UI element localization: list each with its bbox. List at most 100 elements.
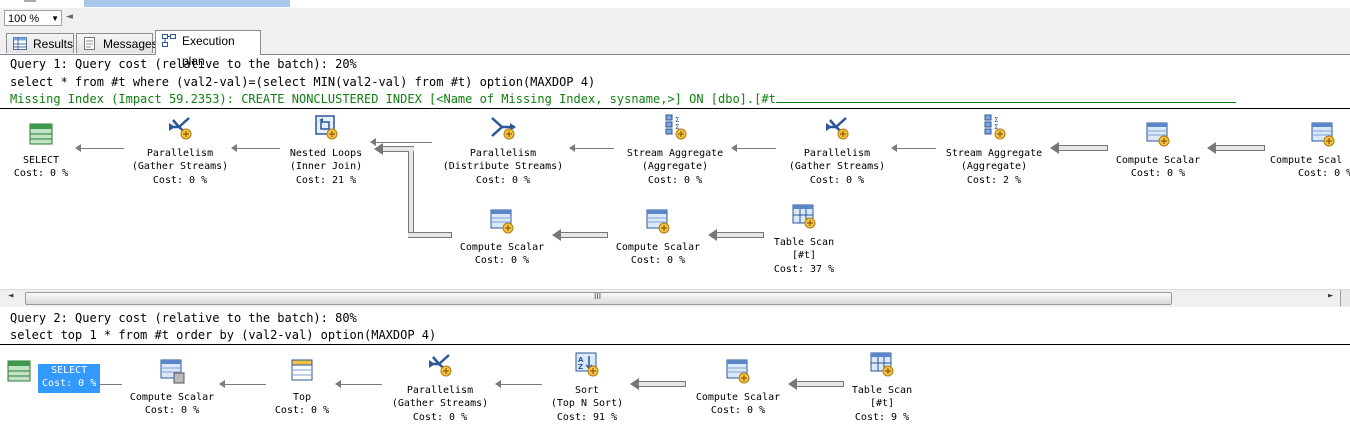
tab-label: Execution plan	[182, 34, 235, 68]
plan-arrow	[891, 144, 936, 152]
node-subtitle: (Gather Streams)	[131, 161, 229, 172]
missing-index-link[interactable]: Missing Index (Impact 59.2353): CREATE N…	[10, 92, 1236, 106]
node-cost: Cost: 0 %	[1130, 168, 1186, 179]
query2-sql: select top 1 * from #t order by (val2-va…	[10, 328, 437, 342]
node-title: Top	[292, 391, 312, 403]
sort-icon: AZ	[575, 352, 599, 377]
plan-arrow-thick	[630, 378, 686, 390]
plan-node-parallelism-gather-3[interactable]: Parallelism(Gather Streams)Cost: 0 %	[382, 351, 498, 424]
plan-arrow-thick	[374, 143, 414, 155]
execution-plan-icon	[162, 34, 176, 47]
plan-node-nested-loops[interactable]: Nested Loops(Inner Join)Cost: 21 %	[280, 114, 372, 187]
svg-text:A: A	[578, 356, 584, 364]
compute-scalar-icon	[1146, 122, 1170, 147]
line-number	[24, 0, 36, 2]
compute-scalar-icon	[1311, 122, 1335, 147]
plan-arrow-connector	[408, 151, 414, 234]
plan-node-table-scan-1[interactable]: Table Scan[#t]Cost: 37 %	[764, 203, 844, 276]
missing-index-text: Missing Index (Impact 59.2353): CREATE N…	[10, 92, 776, 106]
stream-aggregate-icon: ΣΣ	[665, 114, 687, 140]
node-cost: Cost: 21 %	[295, 174, 357, 186]
plan-arrow	[335, 380, 382, 388]
grid-icon	[13, 37, 27, 50]
plan-horizontal-scrollbar[interactable]: ◄ III ►	[0, 289, 1350, 307]
parallelism-icon	[826, 117, 849, 140]
results-tab-bar: Results Messages Execution plan	[0, 30, 1350, 68]
plan-arrow	[231, 144, 280, 152]
plan-arrow	[569, 144, 614, 152]
editor-strip	[0, 0, 1350, 8]
table-scan-icon	[870, 352, 894, 377]
node-cost: Cost: 0 %	[474, 255, 530, 266]
scroll-left-icon[interactable]: ◄	[8, 291, 14, 301]
plan-node-parallelism-gather-2[interactable]: Parallelism(Gather Streams)Cost: 0 %	[778, 114, 896, 187]
select-icon	[7, 360, 31, 382]
stream-aggregate-icon: ΣΣ	[984, 114, 1006, 140]
query1-separator	[0, 108, 1350, 109]
top-icon	[291, 359, 313, 381]
tab-label: Messages	[103, 37, 158, 51]
node-subtitle: (Distribute Streams)	[442, 161, 564, 172]
compute-scalar-icon	[160, 359, 185, 384]
node-subtitle: (Gather Streams)	[391, 398, 489, 409]
query1-header: Query 1: Query cost (relative to the bat…	[10, 57, 357, 71]
node-title: Table Scan	[773, 236, 835, 248]
zoom-select[interactable]: 100 %▼	[4, 10, 62, 26]
chevron-down-icon[interactable]: ▼	[51, 14, 59, 23]
plan-node-parallelism-gather[interactable]: Parallelism(Gather Streams)Cost: 0 %	[118, 114, 242, 187]
tab-messages[interactable]: Messages	[76, 33, 158, 53]
node-cost: Cost: 37 %	[773, 263, 835, 275]
compute-scalar-icon	[726, 359, 750, 384]
plan-arrow-thick	[1050, 142, 1108, 154]
nested-loops-icon	[315, 115, 338, 140]
plan-node-table-scan-2[interactable]: Table Scan[#t]Cost: 9 %	[844, 351, 920, 424]
plan-arrow	[370, 138, 432, 146]
plan-arrow	[219, 380, 266, 388]
node-title: Table Scan	[851, 384, 913, 396]
node-title: SELECT	[51, 364, 88, 376]
node-title: Compute Scalar	[129, 391, 215, 403]
plan-arrow-thick	[1207, 142, 1265, 154]
plan-node-parallelism-distribute[interactable]: Parallelism(Distribute Streams)Cost: 0 %	[432, 114, 574, 187]
scroll-right-icon[interactable]: ►	[1328, 291, 1334, 301]
node-subtitle: (Top N Sort)	[550, 398, 624, 409]
node-cost: Cost: 0 %	[274, 405, 330, 416]
tab-label: Results	[33, 37, 74, 51]
scroll-left-icon[interactable]: ◄	[66, 12, 73, 22]
node-title: Stream Aggregate	[945, 147, 1043, 159]
node-cost: Cost: 0 %	[647, 174, 703, 186]
select-icon	[29, 123, 53, 145]
split-handle[interactable]	[1340, 290, 1350, 306]
scrollbar-thumb[interactable]	[25, 292, 1172, 305]
tab-results[interactable]: Results	[6, 33, 74, 53]
query2-separator	[0, 344, 1350, 345]
plan-arrow	[731, 144, 776, 152]
plan-arrow-thick	[708, 229, 764, 241]
compute-scalar-icon	[490, 209, 514, 234]
node-title: Parallelism	[803, 147, 871, 159]
node-cost: Cost: 2 %	[966, 174, 1022, 186]
editor-selection	[84, 0, 290, 7]
node-title: Compute Scalar	[695, 391, 781, 403]
compute-scalar-icon	[646, 209, 670, 234]
node-title: Compute Scalar	[1115, 154, 1201, 166]
plan-node-select-2[interactable]: SELECT Cost: 0 %	[6, 358, 101, 393]
node-cost: Cost: 0 %	[42, 378, 97, 389]
node-title: Compute Scalar	[459, 241, 545, 253]
svg-text:Σ: Σ	[675, 123, 679, 131]
node-subtitle: (Inner Join)	[289, 161, 363, 172]
tab-execution-plan[interactable]: Execution plan	[155, 30, 261, 68]
node-cost: Cost: 0 %	[152, 174, 208, 186]
node-subtitle: (Aggregate)	[641, 161, 709, 172]
